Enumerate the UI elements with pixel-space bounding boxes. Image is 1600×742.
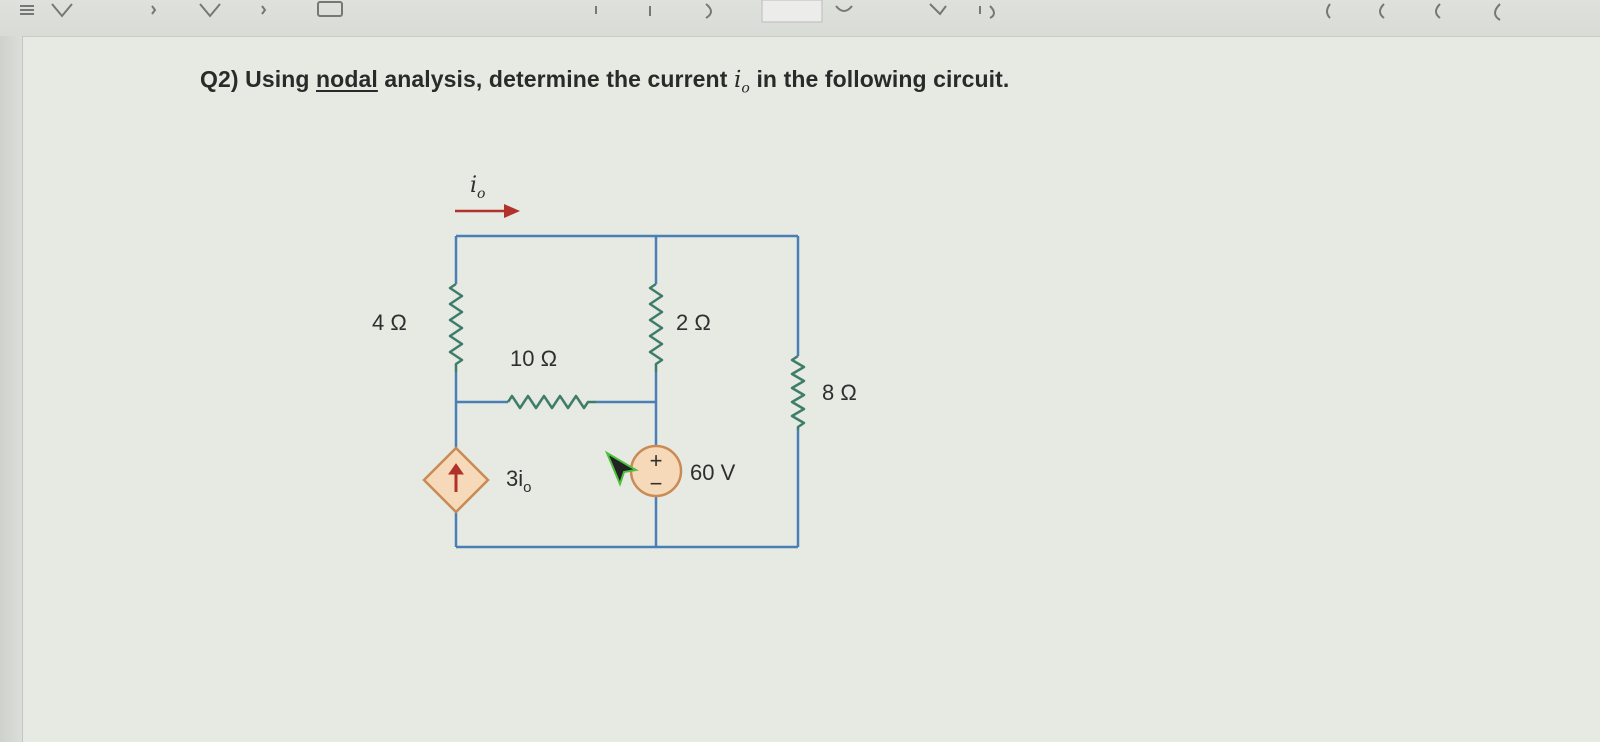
voltage-minus-sign: − bbox=[650, 471, 663, 496]
up-arrow-icon bbox=[448, 463, 464, 492]
voltage-source: + − bbox=[629, 444, 683, 498]
menu-icon bbox=[20, 5, 34, 15]
label-dependent-source: 3io bbox=[506, 466, 531, 496]
question-middle: analysis, determine the current bbox=[377, 66, 734, 92]
current-direction-arrow bbox=[455, 204, 520, 218]
question-prefix: Q2) Using bbox=[200, 66, 317, 92]
label-4ohm: 4 Ω bbox=[372, 310, 407, 335]
left-edge-bar bbox=[0, 36, 23, 742]
mouse-cursor-icon bbox=[604, 450, 639, 487]
label-10ohm: 10 Ω bbox=[510, 346, 557, 371]
resistor-2ohm bbox=[648, 282, 664, 372]
document-page bbox=[23, 37, 1600, 742]
voltage-plus-sign: + bbox=[650, 448, 663, 473]
label-8ohm: 8 Ω bbox=[822, 380, 857, 405]
circuit-wires bbox=[454, 234, 800, 549]
resistors bbox=[448, 282, 806, 430]
current-label: io bbox=[470, 173, 485, 202]
question-text: Q2) Using nodal analysis, determine the … bbox=[200, 66, 1009, 97]
label-60v: 60 V bbox=[690, 460, 736, 485]
toolbar-strip bbox=[0, 0, 1600, 37]
label-2ohm: 2 Ω bbox=[676, 310, 711, 335]
toolbar-field bbox=[761, 0, 823, 23]
dependent-current-source bbox=[422, 446, 490, 514]
resistor-8ohm bbox=[790, 354, 806, 430]
question-suffix: in the following circuit. bbox=[749, 66, 1010, 92]
question-variable: io bbox=[733, 67, 750, 97]
resistor-10ohm bbox=[506, 394, 596, 410]
resistor-4ohm bbox=[448, 282, 464, 372]
question-underlined-word: nodal bbox=[316, 66, 378, 92]
dropdown-icon bbox=[51, 3, 73, 18]
